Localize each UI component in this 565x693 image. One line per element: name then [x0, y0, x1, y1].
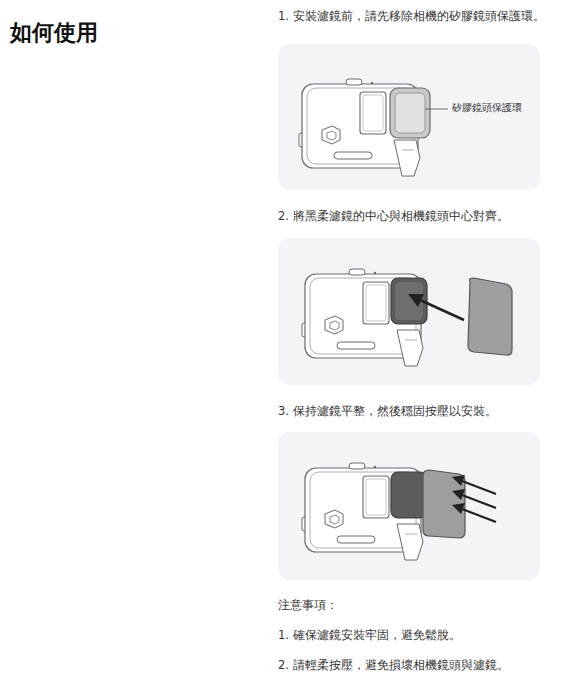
filter — [468, 278, 512, 355]
camera — [299, 79, 430, 176]
filter — [423, 470, 465, 538]
note-text: 2. 請輕柔按壓，避免損壞相機鏡頭與濾鏡。 — [278, 659, 509, 673]
leader-line — [425, 109, 448, 110]
step-panel — [278, 432, 540, 580]
arrowhead — [408, 294, 424, 307]
lens-protector — [390, 88, 430, 138]
camera — [302, 269, 427, 366]
page-title: 如何使用 — [10, 20, 98, 46]
step-text: 2. 將黑柔濾鏡的中心與相機鏡頭中心對齊。 — [278, 210, 509, 224]
note-text: 1. 確保濾鏡安裝牢固，避免鬆脫。 — [278, 629, 461, 643]
camera — [302, 463, 465, 560]
step-text: 1. 安裝濾鏡前，請先移除相機的矽膠鏡頭保護環。 — [278, 10, 545, 24]
arrow — [420, 300, 464, 320]
step-panel — [278, 238, 540, 385]
press-arrows — [462, 481, 496, 522]
arrowheads — [452, 475, 465, 514]
step-panel — [278, 44, 540, 190]
part-label: 矽膠鏡頭保護環 — [452, 102, 522, 113]
note-heading: 注意事項： — [278, 599, 338, 613]
step-text: 3. 保持濾鏡平整，然後穩固按壓以安裝。 — [278, 405, 497, 419]
